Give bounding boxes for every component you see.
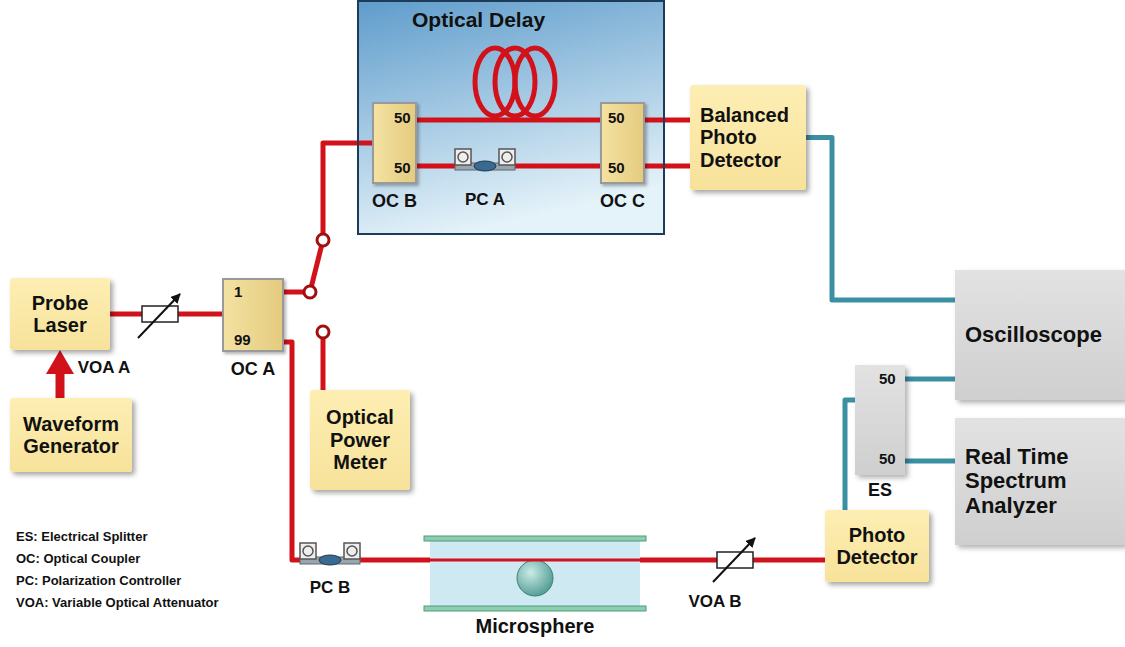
- port-number: 99: [234, 332, 251, 349]
- symbol-label: PC A: [465, 190, 505, 210]
- optical-fiber: [284, 342, 430, 560]
- part-label: Microsphere: [476, 615, 595, 637]
- port-number: 1: [234, 284, 242, 301]
- symbol-label: PC B: [310, 578, 351, 598]
- legend-text: ES: Electrical Splitter: [16, 530, 148, 545]
- text-body: Oscilloscope: [965, 323, 1115, 348]
- legend-text: VOA: Variable Optical Attenuator: [16, 596, 219, 611]
- optical-fiber: [417, 118, 600, 123]
- polarization-controller: [455, 149, 515, 171]
- port-number: 50: [608, 110, 625, 127]
- detector-box: Balanced Photo Detector: [690, 85, 806, 190]
- box-label: Balanced Photo Detector: [700, 104, 796, 171]
- controller-paddle: [319, 555, 341, 565]
- part-label: ES: [868, 480, 892, 500]
- electrical-cable: [845, 400, 855, 510]
- port-number: 50: [879, 451, 896, 468]
- attenuator-arrow: [713, 538, 755, 582]
- legend-text: OC: Optical Coupler: [16, 552, 140, 567]
- controller-paddle: [502, 152, 512, 162]
- port-number: 50: [879, 371, 896, 388]
- part-label: OC A: [231, 359, 275, 379]
- controller-paddle: [455, 149, 471, 165]
- box-label: Oscilloscope: [965, 323, 1115, 348]
- attenuator-symbol: [138, 294, 180, 338]
- text-body: Optical Power Meter: [318, 406, 402, 473]
- optical-coupler: 199OC A: [222, 278, 284, 352]
- text-body: Balanced Photo Detector: [700, 104, 796, 171]
- laser-box: Probe Laser: [10, 278, 110, 350]
- polarization-controller: [300, 543, 360, 565]
- text-body: Probe Laser: [18, 292, 102, 337]
- delay-panel: Optical Delay 50 50 OC B 50 50 OC C: [357, 0, 665, 235]
- symbol-label: VOA B: [688, 592, 741, 612]
- panel-title: Optical Delay: [412, 8, 545, 32]
- port-number: 50: [394, 110, 411, 127]
- optical-coupler: 5050OC B: [372, 102, 417, 184]
- part-label: OC C: [600, 191, 645, 211]
- controller-paddle: [499, 149, 515, 165]
- text-body: Waveform Generator: [18, 413, 124, 458]
- switch-contact: [317, 326, 329, 338]
- tapered-fiber: [430, 559, 640, 562]
- controller-paddle: [344, 543, 360, 559]
- sample-cell: [430, 540, 640, 606]
- box-label: Real Time Spectrum Analyzer: [965, 445, 1095, 519]
- port-number: 50: [608, 160, 625, 177]
- cell-plate: [424, 606, 646, 611]
- attenuator-symbol: [713, 538, 755, 582]
- coil-loop: [515, 48, 555, 116]
- box-label: Waveform Generator: [18, 413, 124, 458]
- controller-paddle: [300, 543, 316, 559]
- generator-box: Waveform Generator: [10, 398, 132, 472]
- fiber-stub: [321, 332, 326, 390]
- signal-arrow: [56, 374, 65, 398]
- optical-coupler: 5050OC C: [600, 102, 645, 184]
- cell-plate: [424, 536, 646, 541]
- optical-fiber: [645, 164, 690, 169]
- controller-paddle: [458, 152, 468, 162]
- connector-group: [60, 120, 955, 560]
- controller-paddle: [303, 546, 313, 556]
- power-meter-box: Optical Power Meter: [310, 390, 410, 490]
- attenuator-arrow: [138, 294, 180, 338]
- microsphere-cell: Microsphere: [430, 540, 640, 606]
- electrical-cable: [905, 377, 955, 382]
- box-label: Optical Power Meter: [318, 406, 402, 473]
- fiber-coil: [475, 48, 555, 116]
- oscilloscope-box: Oscilloscope: [955, 270, 1125, 400]
- controller-paddle: [474, 161, 496, 171]
- electrical-cable: [905, 459, 955, 464]
- switch-contact: [317, 234, 329, 246]
- part-label: OC B: [372, 191, 417, 211]
- detector-box: Photo Detector: [825, 510, 929, 582]
- electrical-splitter: 5050ES: [855, 365, 905, 475]
- electrical-cable: [806, 138, 955, 301]
- optical-fiber: [645, 118, 690, 123]
- switch-contact: [304, 286, 316, 298]
- microsphere-resonator: [517, 560, 553, 596]
- analyzer-box: Real Time Spectrum Analyzer: [955, 418, 1125, 545]
- port-number: 50: [394, 160, 411, 177]
- text-body: Real Time Spectrum Analyzer: [965, 445, 1095, 519]
- controller-paddle: [347, 546, 357, 556]
- box-label: Probe Laser: [18, 292, 102, 337]
- box-label: Photo Detector: [833, 524, 921, 569]
- text-body: Photo Detector: [833, 524, 921, 569]
- legend-text: PC: Polarization Controller: [16, 574, 181, 589]
- symbol-label: VOA A: [78, 358, 131, 378]
- delay-panel-fill: [357, 0, 665, 235]
